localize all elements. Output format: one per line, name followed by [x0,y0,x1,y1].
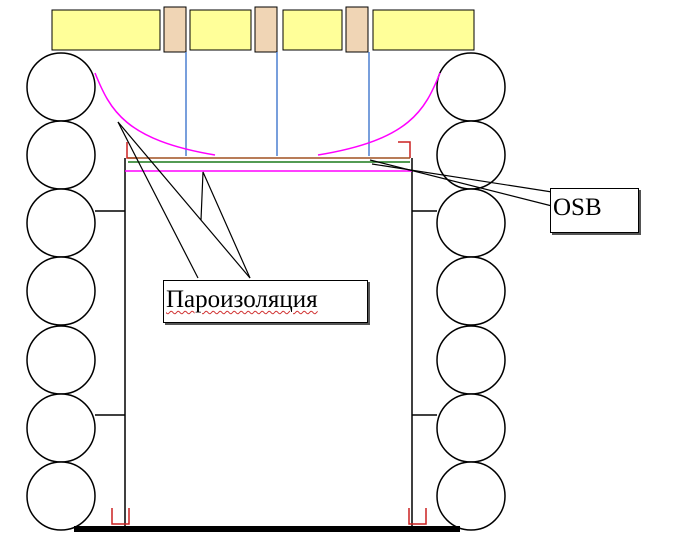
log [26,393,96,463]
wooden-joist [254,6,278,53]
leader-lines [117,121,553,279]
log [436,461,506,531]
vapor-leader [117,121,251,279]
log [436,256,506,326]
top-bracket [398,141,411,158]
wooden-joist [345,6,369,53]
log [26,52,96,122]
log [436,325,506,395]
right-log-wall [436,52,506,531]
bottom-bracket [111,508,130,525]
log [436,52,506,122]
left-log-wall [26,52,96,531]
osb-leader [371,163,553,193]
osb-layer [128,157,410,163]
insulation-panel [372,9,475,51]
floor-slab [74,526,460,532]
bottom-bracket [408,508,427,525]
vapor-barrier-label-text: Пароизоляция [166,286,318,313]
osb-leader [369,159,553,207]
log [436,393,506,463]
frame-uprights [95,158,437,528]
vapor-leader [117,121,199,279]
insulation-panel [51,9,161,51]
insulation-panel [282,9,343,51]
log [26,188,96,258]
sliding-brackets [111,141,427,525]
vapor-barrier-curve-right [317,72,441,156]
wooden-joist [163,6,187,53]
log [26,461,96,531]
log [26,325,96,395]
osb-label: OSB [550,188,639,233]
roof-insulation-layer [51,6,475,53]
vapor-barrier [94,72,441,172]
hanger-rods [185,52,370,156]
insulation-panel [189,9,252,51]
log [26,256,96,326]
log [436,188,506,258]
vapor-leader [200,171,251,279]
vapor-barrier-label: Пароизоляция [163,280,368,323]
vapor-barrier-curve-left [94,72,216,156]
log [26,120,96,190]
osb-label-text: OSB [553,194,602,221]
